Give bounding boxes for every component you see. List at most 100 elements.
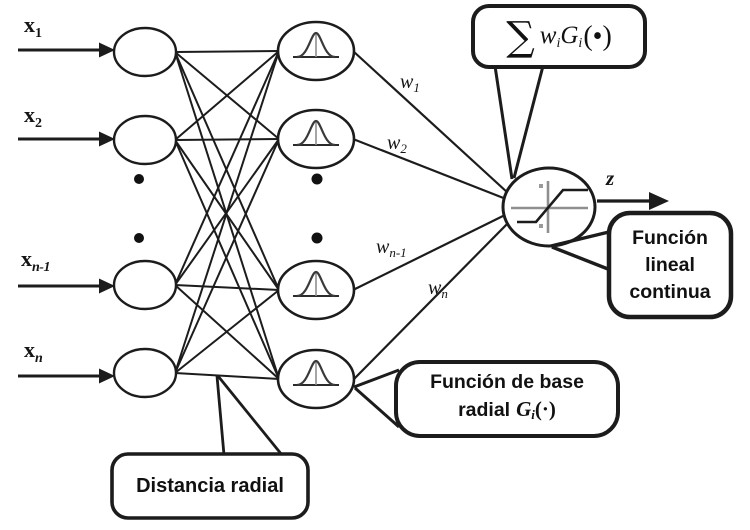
connection-line <box>174 51 280 291</box>
callout-line: Distancia radial <box>136 474 284 497</box>
hidden-output-connections <box>352 50 510 380</box>
connection-line <box>174 50 280 374</box>
callout-tail-line <box>216 375 284 456</box>
input-layer <box>112 26 178 399</box>
connection-line <box>174 50 280 141</box>
callout-tail-line <box>550 229 614 248</box>
ellipsis-dots <box>134 173 323 244</box>
weight-sub: n <box>441 286 448 301</box>
input-node-3 <box>112 259 178 311</box>
connection-line-wn <box>353 221 510 380</box>
weight-sub: 1 <box>413 80 420 95</box>
input-arrows <box>18 42 115 384</box>
distance-callout <box>110 375 310 520</box>
arrowhead-icon <box>99 42 115 58</box>
linear-callout <box>550 210 734 320</box>
distance-callout-text: Distancia radial <box>112 454 308 518</box>
linear-callout-text: Función lineal continua <box>609 214 731 316</box>
connection-line-wn1 <box>352 214 506 291</box>
weight-sub: 2 <box>400 141 407 156</box>
callout-line: Función de base <box>430 370 584 393</box>
input-label-base: x <box>24 337 35 362</box>
callout-bubble <box>110 452 310 520</box>
saturation-curve <box>517 188 588 224</box>
sum-formula: ∑ wiGi (•) <box>473 6 645 67</box>
input-node-2 <box>112 114 178 166</box>
connection-line <box>174 50 280 53</box>
rbf-text-prefix: radial <box>458 398 511 421</box>
hidden-layer <box>276 20 356 410</box>
ellipsis-dot <box>311 173 323 185</box>
callout-tail-line <box>551 245 614 273</box>
input-label-xn-1: xn-1 <box>21 248 50 275</box>
callout-tail-line <box>353 368 400 389</box>
ellipsis-dot <box>311 232 323 244</box>
weight-base: w <box>387 132 401 154</box>
rbf-callout-text: Función de base radial Gi(·) <box>396 362 618 434</box>
input-hidden-connections <box>174 50 280 380</box>
weight-base: w <box>400 71 414 93</box>
connection-line <box>174 289 280 374</box>
callout-tail-line <box>493 65 514 180</box>
input-label-x2: x2 <box>24 104 42 131</box>
arrowhead-icon <box>99 278 115 294</box>
weight-label-wn: wn <box>428 278 448 300</box>
g-subscript: i <box>578 35 583 51</box>
arrowhead-icon <box>649 192 669 210</box>
connection-line-w1 <box>352 50 509 194</box>
connection-line <box>174 138 280 141</box>
input-label-xn: xn <box>24 337 43 366</box>
connection-line <box>174 138 280 374</box>
callout-bubble <box>606 210 734 320</box>
ellipsis-dot <box>134 233 144 243</box>
input-label-sub: n <box>35 351 43 366</box>
arrowhead-icon <box>99 131 115 147</box>
callout-line: radial Gi(·) <box>458 396 556 428</box>
callout-bubble <box>471 4 647 69</box>
axis-tick <box>539 184 543 188</box>
w-symbol: w <box>539 21 557 49</box>
sigma-symbol: ∑ <box>506 13 535 60</box>
weight-label-w2: w2 <box>387 133 407 155</box>
connection-line <box>174 50 280 286</box>
g-symbol: G <box>516 396 532 421</box>
sum-callout <box>471 4 647 180</box>
input-label-sub: 2 <box>35 116 42 131</box>
weight-label-wn-1: wn-1 <box>376 237 407 259</box>
rbf-math-term: Gi(·) <box>516 396 556 428</box>
connection-line <box>174 372 280 380</box>
callout-tail-line <box>512 65 545 179</box>
g-subscript: i <box>531 406 535 422</box>
input-label-base: x <box>24 102 35 127</box>
g-argument: (·) <box>534 396 556 421</box>
linear-saturation-icon <box>511 181 588 233</box>
input-label-base: x <box>24 12 35 37</box>
rbf-callout <box>353 360 620 438</box>
callout-bubble <box>394 360 620 438</box>
formula-argument: (•) <box>583 20 612 52</box>
connection-line <box>174 139 280 380</box>
callout-tail-line <box>215 375 226 456</box>
w-subscript: i <box>556 35 561 51</box>
input-node-1 <box>112 26 178 78</box>
connection-line <box>174 284 280 291</box>
weight-base: w <box>376 236 390 258</box>
input-label-base: x <box>21 246 32 271</box>
ellipsis-dot <box>134 174 144 184</box>
callout-line: lineal <box>645 253 695 276</box>
weight-sub: n-1 <box>389 245 407 260</box>
axis-tick <box>539 224 543 228</box>
input-node-4 <box>112 347 178 399</box>
weight-base: w <box>428 277 442 299</box>
g-symbol: G <box>560 21 579 49</box>
callout-line: continua <box>629 280 711 303</box>
connection-line-w2 <box>352 137 507 201</box>
input-label-sub: 1 <box>35 26 42 41</box>
input-label-sub: n-1 <box>32 260 50 275</box>
callout-tail-line <box>354 386 400 429</box>
arrowhead-icon <box>99 368 115 384</box>
output-label-z: z <box>606 166 615 190</box>
sum-formula-terms: wiGi <box>540 23 583 51</box>
